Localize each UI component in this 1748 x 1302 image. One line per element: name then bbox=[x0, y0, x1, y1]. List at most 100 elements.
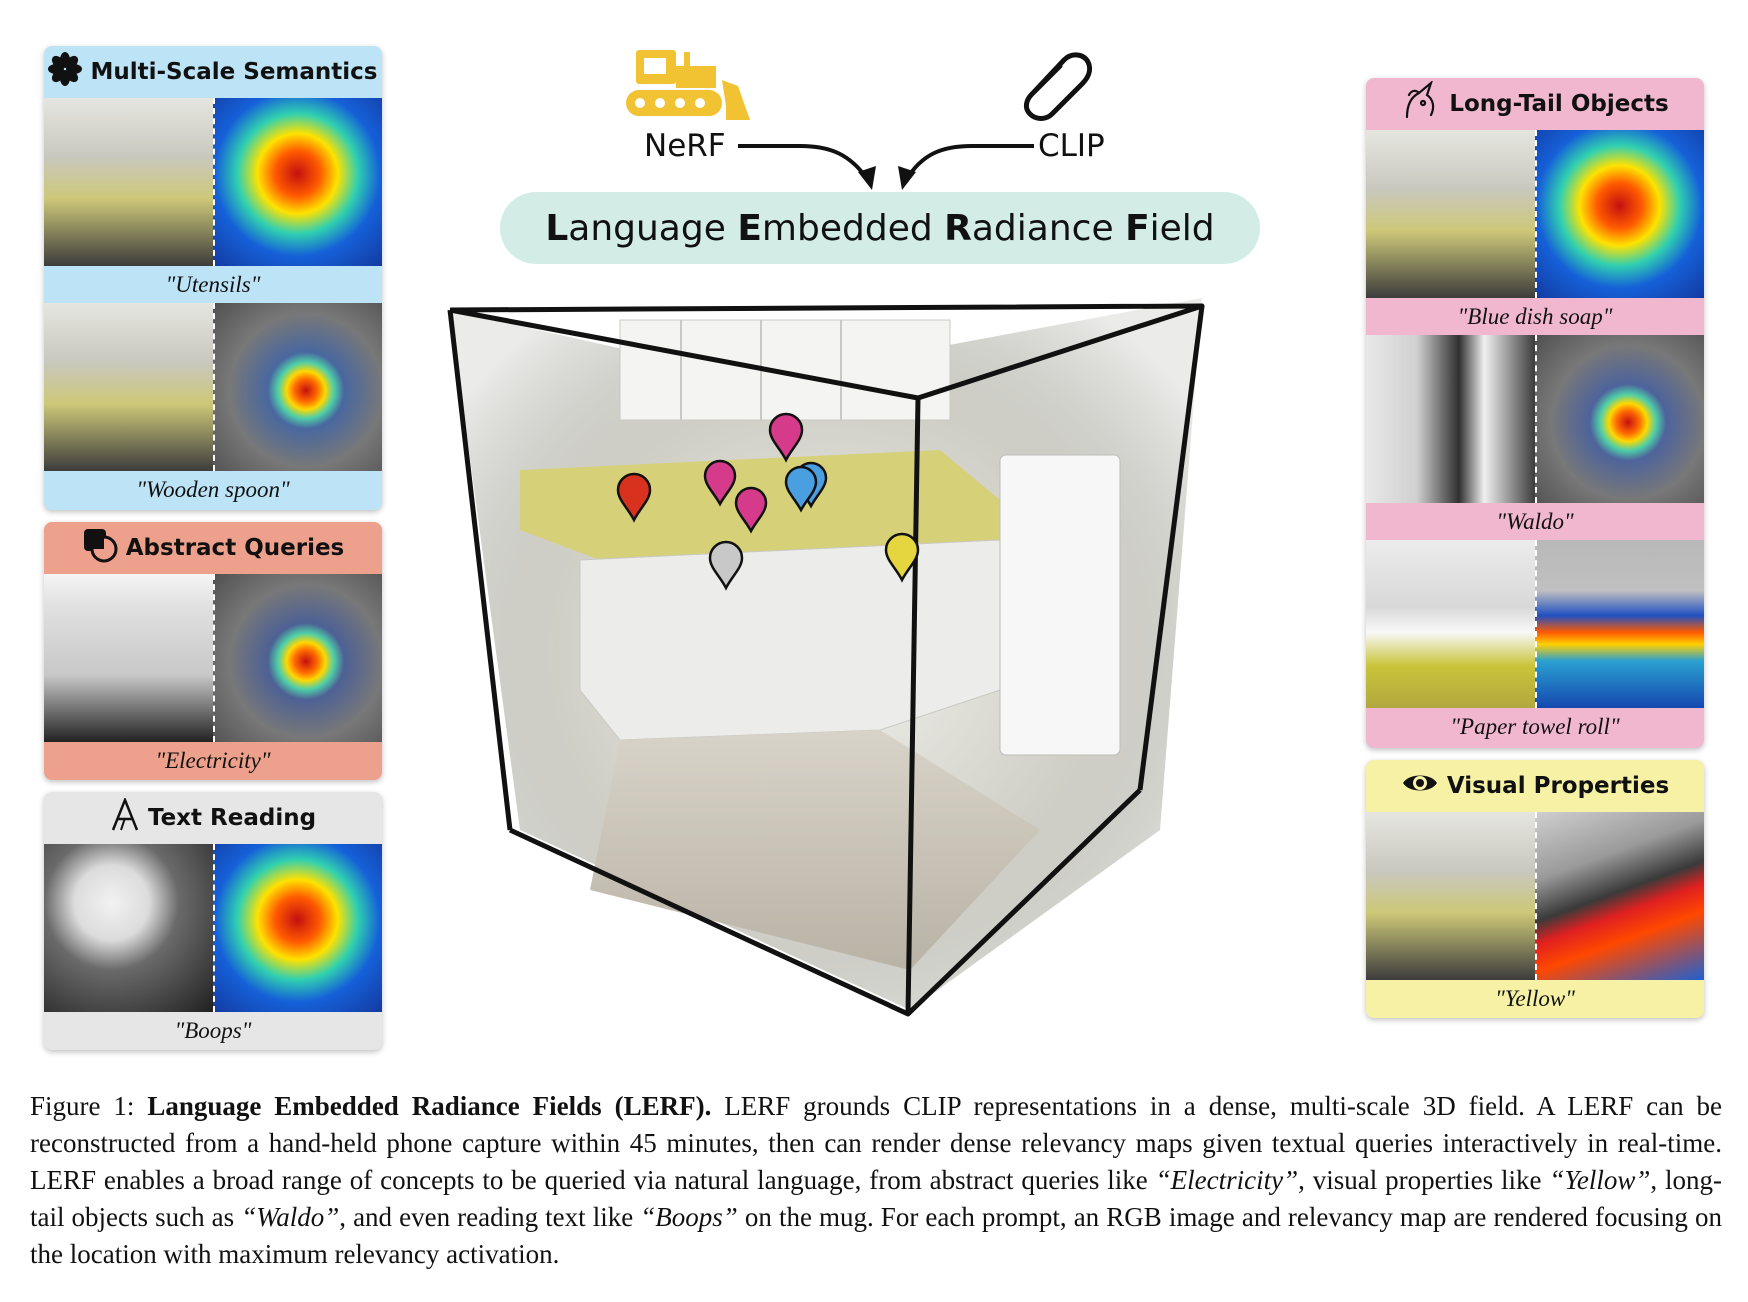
scene-cube bbox=[447, 298, 1205, 1017]
lerf-initial: F bbox=[1125, 207, 1150, 249]
clip-label: CLIP bbox=[1038, 128, 1105, 164]
tile-floor bbox=[590, 730, 1040, 970]
nerf-label: NeRF bbox=[644, 128, 726, 164]
panel-header: Abstract Queries bbox=[44, 522, 382, 574]
figure-label: Figure 1: bbox=[30, 1091, 135, 1121]
map-pin-icon bbox=[784, 465, 818, 513]
refrigerator bbox=[999, 454, 1121, 756]
caption-text: , long-tail objects such as bbox=[30, 1165, 1723, 1232]
panel-long-tail-objects: Long-Tail Objects "Blue dish soap" "Wald… bbox=[1366, 78, 1704, 748]
panel-text-reading: Text Reading "Boops" bbox=[44, 792, 382, 1050]
rgb-image bbox=[1366, 812, 1535, 980]
relevancy-map bbox=[1535, 540, 1704, 708]
map-pin-icon bbox=[734, 486, 768, 534]
query-caption: "Utensils" bbox=[165, 271, 261, 297]
image-pair-yellow bbox=[1366, 812, 1704, 980]
image-pair-electricity bbox=[44, 574, 382, 742]
image-pair-boops bbox=[44, 844, 382, 1012]
query-caption: "Electricity" bbox=[155, 747, 271, 773]
caption-query: “Boops” bbox=[640, 1202, 738, 1232]
dashed-divider bbox=[1535, 335, 1537, 503]
lerf-word-part: mbedded bbox=[761, 207, 945, 249]
lower-cabinets bbox=[579, 539, 1001, 741]
caption-text: LERF grounds CLIP representations in a d… bbox=[30, 1091, 1723, 1195]
dashed-divider bbox=[1535, 812, 1537, 980]
query-caption: "Waldo" bbox=[1496, 508, 1574, 534]
caption-query: “Waldo” bbox=[241, 1202, 340, 1232]
relevancy-map bbox=[213, 844, 382, 1012]
image-pair-blue-dish-soap bbox=[1366, 130, 1704, 298]
panel-title: Multi-Scale Semantics bbox=[90, 59, 378, 85]
caption-text: on the mug. For each prompt, an RGB imag… bbox=[30, 1202, 1722, 1269]
lerf-word-part: ield bbox=[1149, 207, 1215, 249]
panel-title: Text Reading bbox=[147, 805, 317, 831]
panel-title: Visual Properties bbox=[1446, 773, 1670, 799]
paperclip-icon bbox=[1020, 46, 1094, 127]
panel-header: Visual Properties bbox=[1366, 760, 1704, 812]
dashed-divider bbox=[1535, 130, 1537, 298]
figure-caption: Figure 1: Language Embedded Radiance Fie… bbox=[30, 1088, 1722, 1273]
relevancy-map bbox=[213, 98, 382, 266]
rgb-image bbox=[1366, 130, 1535, 298]
dashed-divider bbox=[1535, 540, 1537, 708]
panel-multi-scale-semantics: Multi-Scale Semantics "Utensils" "Wooden… bbox=[44, 46, 382, 510]
lerf-word-part: adiance bbox=[971, 207, 1126, 249]
rgb-image bbox=[1366, 335, 1535, 503]
panel-header: Text Reading bbox=[44, 792, 382, 844]
panel-header: Long-Tail Objects bbox=[1366, 78, 1704, 130]
relevancy-map bbox=[213, 303, 382, 471]
query-caption: "Wooden spoon" bbox=[136, 476, 290, 502]
panel-header: Multi-Scale Semantics bbox=[44, 46, 382, 98]
query-caption: "Yellow" bbox=[1495, 985, 1575, 1011]
image-pair-utensils bbox=[44, 98, 382, 266]
panel-abstract-queries: Abstract Queries "Electricity" bbox=[44, 522, 382, 780]
map-pin-icon bbox=[708, 540, 744, 591]
image-pair-paper-towel-roll bbox=[1366, 540, 1704, 708]
map-pin-icon bbox=[616, 472, 652, 523]
location-pins bbox=[616, 412, 920, 591]
rgb-image bbox=[44, 303, 213, 471]
upper-cabinets bbox=[619, 319, 951, 421]
caption-query: “Electricity” bbox=[1155, 1165, 1299, 1195]
lerf-initial: E bbox=[737, 207, 762, 249]
map-pin-icon bbox=[768, 412, 804, 463]
map-pin-icon bbox=[884, 532, 920, 583]
panel-visual-properties: Visual Properties "Yellow" bbox=[1366, 760, 1704, 1018]
caption-text: , and even reading text like bbox=[339, 1202, 641, 1232]
dashed-divider bbox=[213, 574, 215, 742]
query-caption: "Paper towel roll" bbox=[1450, 713, 1620, 739]
panel-title: Abstract Queries bbox=[125, 535, 345, 561]
caption-query: “Yellow” bbox=[1549, 1165, 1651, 1195]
abstract-shapes-icon bbox=[82, 527, 118, 569]
image-pair-waldo bbox=[1366, 335, 1704, 503]
bulldozer-icon bbox=[626, 46, 756, 133]
lerf-word-part: anguage bbox=[568, 207, 738, 249]
image-pair-wooden-spoon bbox=[44, 303, 382, 471]
unicorn-icon bbox=[1401, 79, 1441, 127]
relevancy-map bbox=[213, 574, 382, 742]
relevancy-map bbox=[1535, 130, 1704, 298]
asterisk-icon bbox=[48, 52, 83, 92]
query-caption: "Blue dish soap" bbox=[1457, 303, 1613, 329]
relevancy-map bbox=[1535, 335, 1704, 503]
relevancy-map bbox=[1535, 812, 1704, 980]
rgb-image bbox=[44, 844, 213, 1012]
dashed-divider bbox=[213, 98, 215, 266]
dashed-divider bbox=[213, 303, 215, 471]
rgb-image bbox=[1366, 540, 1535, 708]
panel-title: Long-Tail Objects bbox=[1449, 91, 1669, 117]
lerf-initial: R bbox=[944, 207, 972, 249]
map-pin-icon bbox=[703, 459, 737, 507]
query-caption: "Boops" bbox=[174, 1017, 252, 1043]
rgb-image bbox=[44, 574, 213, 742]
figure-title: Language Embedded Radiance Fields (LERF)… bbox=[147, 1091, 712, 1121]
rgb-image bbox=[44, 98, 213, 266]
merge-arrows bbox=[738, 144, 1034, 190]
eye-icon bbox=[1401, 770, 1439, 802]
dashed-divider bbox=[213, 844, 215, 1012]
caption-text: , visual properties like bbox=[1298, 1165, 1550, 1195]
letter-a-icon bbox=[110, 796, 140, 838]
lerf-initial: L bbox=[545, 207, 569, 249]
